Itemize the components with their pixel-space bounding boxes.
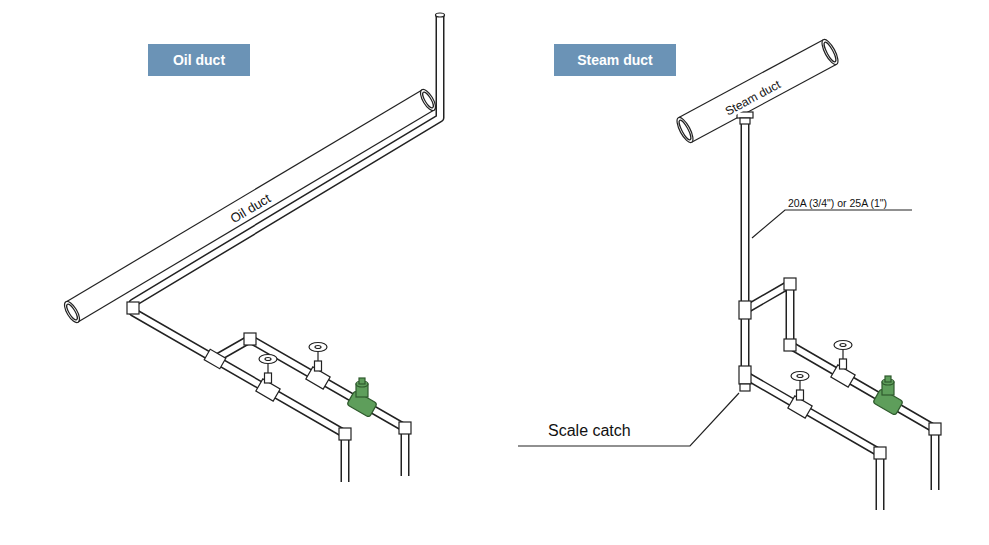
steam-branch-pipe-part bbox=[745, 375, 880, 510]
gate-valve bbox=[788, 372, 812, 419]
oil-fittings-part bbox=[244, 333, 256, 345]
oil-duct-pipe bbox=[62, 87, 439, 325]
oil-duct-pipe-part bbox=[78, 110, 434, 322]
oil-duct-pipe-part bbox=[418, 87, 439, 113]
steam-trap bbox=[347, 378, 378, 417]
steam-duct-pipe-part bbox=[819, 37, 841, 66]
steam-duct-pipe-part bbox=[692, 64, 837, 142]
steam-fittings-part bbox=[739, 366, 751, 384]
steam-branch-pipe bbox=[745, 120, 935, 510]
steam-fittings-part bbox=[874, 447, 886, 459]
steam-fittings-part bbox=[739, 301, 751, 319]
oil-branch-pipe-part bbox=[215, 339, 405, 476]
leader-line bbox=[752, 210, 912, 238]
gate-valve-part bbox=[834, 341, 852, 350]
gate-valve bbox=[256, 355, 280, 402]
oil-branch-pipe-part bbox=[215, 339, 405, 476]
gate-valve bbox=[831, 341, 855, 388]
steam-trap bbox=[873, 376, 904, 415]
gate-valve bbox=[306, 343, 330, 390]
oil-fittings-part bbox=[399, 422, 411, 434]
steam-duct-pipe-part bbox=[678, 40, 836, 143]
oil-fittings-part bbox=[127, 302, 139, 314]
header-text: Oil duct bbox=[173, 52, 225, 69]
pipe-label: Oil duct bbox=[226, 191, 275, 228]
gate-valve-part bbox=[309, 343, 327, 352]
pipe-label: Steam duct bbox=[721, 77, 784, 119]
gate-valve-part bbox=[840, 359, 847, 369]
part-label: Scale catch bbox=[548, 422, 631, 440]
gate-valve-part bbox=[840, 344, 846, 347]
leader-line bbox=[518, 393, 739, 446]
steam-duct-pipe-part bbox=[822, 41, 838, 63]
gate-valve-part bbox=[259, 355, 277, 364]
dimension-label: 20A (3/4") or 25A (1") bbox=[788, 193, 887, 211]
steam-branch-pipe-part bbox=[745, 375, 880, 510]
gate-valve-part bbox=[265, 358, 271, 361]
gate-valve-part bbox=[265, 373, 272, 383]
steam-duct-pipe-part bbox=[674, 115, 696, 144]
steam-branch-pipe-part bbox=[742, 120, 748, 388]
oil-duct-pipe-part bbox=[65, 303, 79, 322]
dimension-label: 20A (3/4") or 25A (1") bbox=[788, 198, 887, 210]
steam-fittings-part bbox=[740, 384, 750, 391]
oil-fittings-part bbox=[204, 349, 226, 368]
header-tag: Oil duct bbox=[148, 44, 250, 76]
steam-trap-part bbox=[885, 376, 891, 382]
header-tag: Steam duct bbox=[554, 44, 676, 76]
pipe-label: Steam duct bbox=[719, 73, 785, 120]
oil-duct-pipe-part bbox=[66, 90, 434, 322]
steam-branch-pipe-part bbox=[745, 284, 935, 490]
gate-valve-part bbox=[797, 375, 803, 378]
oil-duct-pipe-part bbox=[421, 91, 435, 110]
steam-branch-pipe-part bbox=[741, 120, 750, 388]
steam-fittings-part bbox=[784, 339, 796, 351]
steam-fittings-part bbox=[740, 118, 750, 124]
oil-duct-pipe-part bbox=[66, 90, 422, 302]
part-label: Scale catch bbox=[548, 422, 631, 440]
oil-fittings bbox=[127, 302, 411, 440]
gate-valve-part bbox=[315, 361, 322, 371]
steam-duct-pipe bbox=[674, 37, 841, 144]
steam-fittings bbox=[737, 112, 941, 459]
steam-fittings-part bbox=[784, 278, 796, 290]
steam-trap-part bbox=[359, 378, 365, 384]
oil-branch-pipe-part bbox=[436, 13, 445, 17]
gate-valve-part bbox=[315, 346, 321, 349]
gate-valve-part bbox=[797, 390, 804, 400]
steam-fittings-part bbox=[929, 423, 941, 435]
oil-duct-pipe-part bbox=[62, 299, 83, 325]
steam-duct-pipe-part bbox=[677, 119, 693, 141]
header-text: Steam duct bbox=[577, 52, 652, 69]
pipe-label: Oil duct bbox=[225, 188, 276, 228]
gate-valve-part bbox=[791, 372, 809, 381]
oil-fittings-part bbox=[339, 428, 351, 440]
